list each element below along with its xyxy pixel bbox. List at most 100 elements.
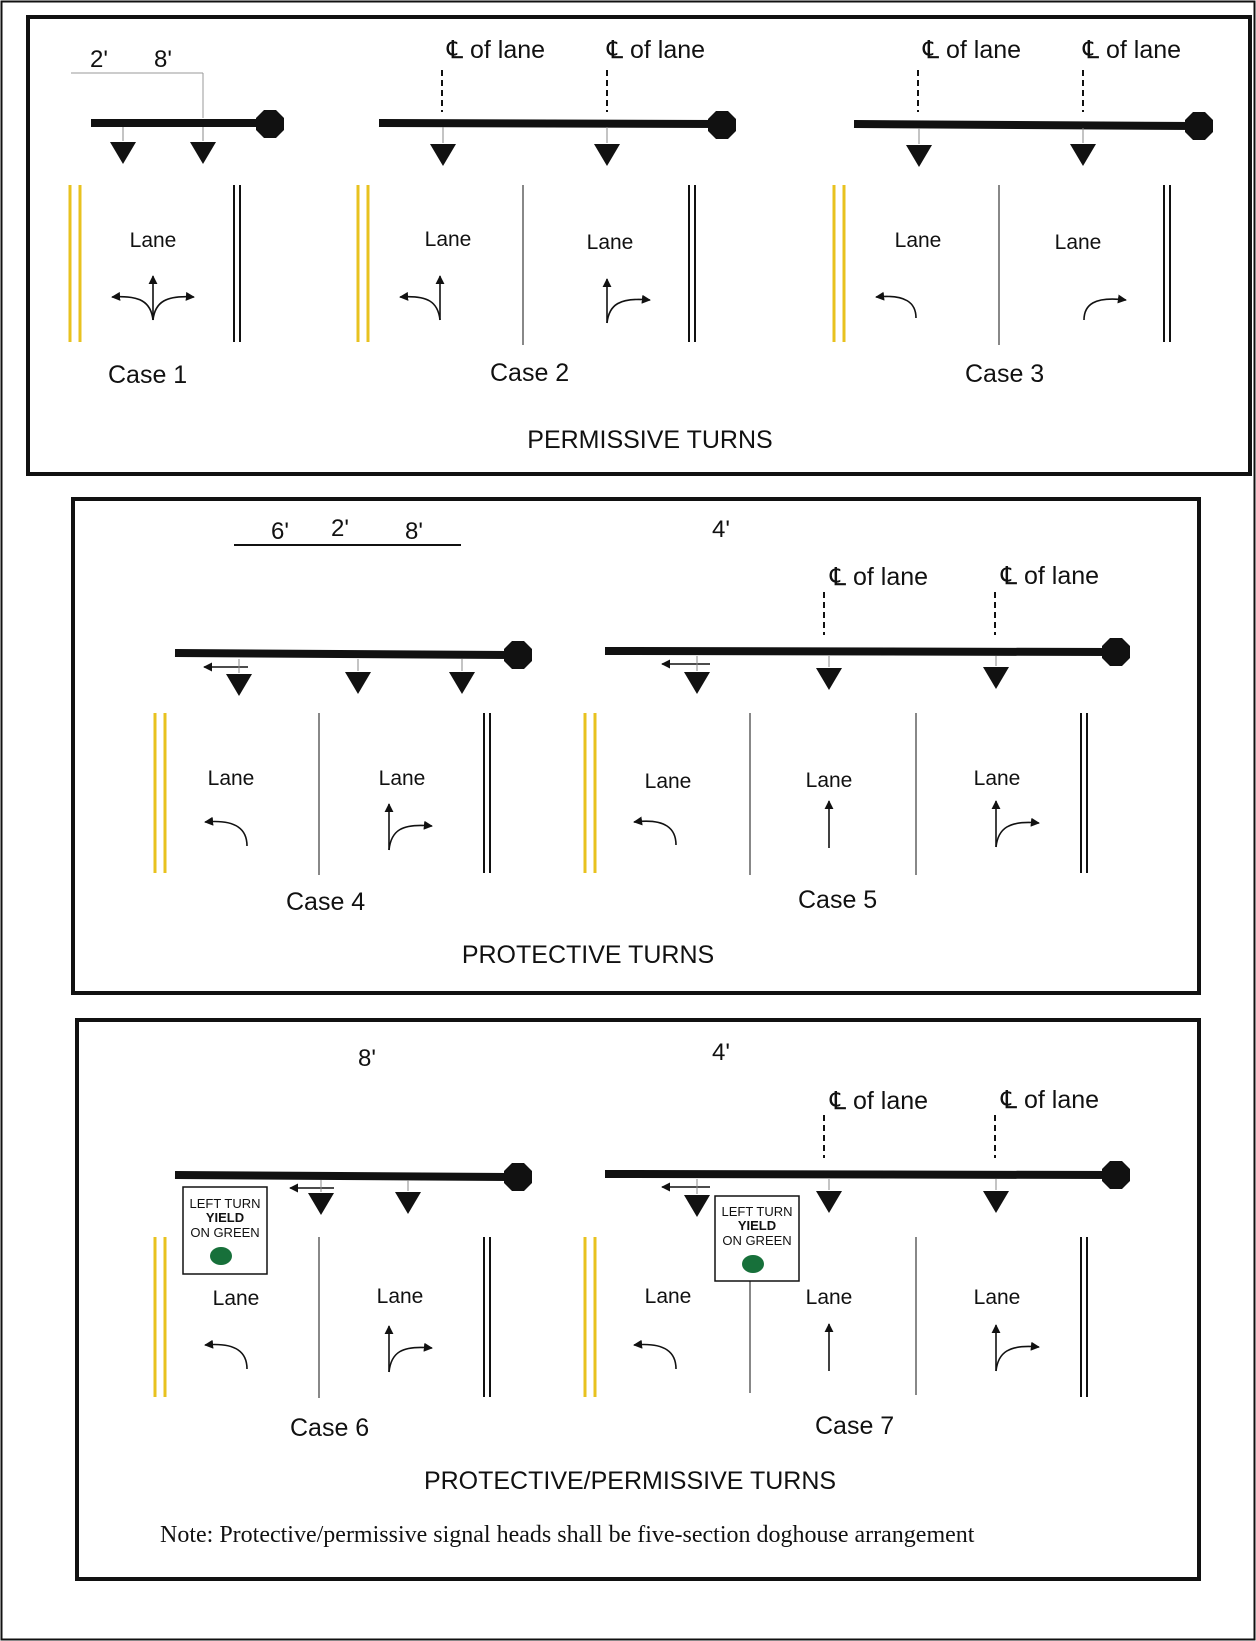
signal-head-icon (816, 1191, 842, 1213)
left-turn-arrow-icon (633, 816, 677, 846)
case6-dim-8ft: 8' (358, 1045, 376, 1072)
signal-head-icon (1070, 144, 1096, 166)
centerline-label: ℄ of lane (1082, 36, 1181, 64)
signal-head-icon (816, 668, 842, 690)
lane-label: Lane (974, 767, 1021, 790)
panel-permissive-border (26, 15, 1252, 476)
case4-dim-8ft: 8' (405, 518, 423, 545)
case5-label: Case 5 (798, 886, 877, 914)
left-through-right-arrow-icon (111, 275, 195, 321)
sign-line2: YIELD (206, 1210, 244, 1225)
sign-line3: ON GREEN (190, 1225, 259, 1240)
centerline-label: ℄ of lane (1000, 562, 1099, 590)
case1-dim-8ft: 8' (154, 46, 172, 73)
lane-label: Lane (425, 228, 472, 251)
lane-label: Lane (379, 767, 426, 790)
through-right-arrow-icon (602, 278, 651, 324)
centerline-label: ℄ of lane (606, 36, 705, 64)
case4-label: Case 4 (286, 888, 365, 916)
left-turn-arrow-icon (204, 816, 248, 847)
left-turn-yield-sign: LEFT TURN YIELD ON GREEN (182, 1186, 268, 1275)
signal-head-icon (110, 142, 136, 164)
case2-diagram: ℄ of lane ℄ of lane Lane Lane (356, 36, 736, 387)
signal-pole-icon (1102, 1161, 1130, 1189)
case4-dim-6ft: 6' (271, 518, 289, 545)
left-turn-arrow-icon (875, 291, 917, 319)
sign-line2: YIELD (738, 1218, 776, 1233)
case6-label: Case 6 (290, 1414, 369, 1442)
section-title-protective-permissive: PROTECTIVE/PERMISSIVE TURNS (424, 1467, 836, 1495)
lane-label: Lane (895, 229, 942, 252)
signal-head-icon (308, 1193, 334, 1215)
centerline-label: ℄ of lane (446, 36, 545, 64)
lane-label: Lane (806, 769, 853, 792)
through-right-arrow-icon (991, 1324, 1040, 1372)
signal-head-icon (594, 144, 620, 166)
through-right-arrow-icon (384, 803, 433, 851)
signal-pole-icon (1185, 112, 1213, 140)
case7-label: Case 7 (815, 1412, 894, 1440)
signal-head-icon (449, 672, 475, 694)
case3-label: Case 3 (965, 360, 1044, 388)
section-title-protective: PROTECTIVE TURNS (462, 941, 714, 969)
signal-head-icon (395, 1192, 421, 1214)
signal-pole-icon (504, 1163, 532, 1191)
panel-protective-border (71, 497, 1201, 995)
lane-label: Lane (130, 229, 177, 252)
left-turn-arrow-icon (633, 1339, 677, 1370)
lane-label: Lane (213, 1287, 260, 1310)
case7-diagram: 4' ℄ of lane ℄ of lane LEFT TURN YI (583, 1039, 1130, 1440)
case4-diagram: 6' 2' 8' Lane Lane (153, 515, 532, 916)
lane-label: Lane (1055, 231, 1102, 254)
lane-label: Lane (645, 1285, 692, 1308)
signal-head-icon (983, 1191, 1009, 1213)
signal-mast-arm (174, 1171, 515, 1181)
through-right-arrow-icon (384, 1325, 433, 1373)
left-through-arrow-icon (399, 275, 445, 321)
signal-head-icon (190, 142, 216, 164)
signal-pole-icon (1102, 638, 1130, 666)
panel-protective-permissive-border (75, 1018, 1201, 1581)
lane-label: Lane (208, 767, 255, 790)
centerline-label: ℄ of lane (829, 563, 928, 591)
green-ball-icon (742, 1255, 764, 1273)
case3-diagram: ℄ of lane ℄ of lane Lane Lane Case 3 (832, 36, 1213, 388)
footnote: Note: Protective/permissive signal heads… (160, 1522, 975, 1548)
signal-pole-icon (504, 641, 532, 669)
sign-line3: ON GREEN (722, 1233, 791, 1248)
signal-head-icon (684, 1195, 710, 1217)
case2-label: Case 2 (490, 359, 569, 387)
panel-permissive: 2' 8' Lane Case 1 ℄ of lane ℄ of lane (26, 15, 1252, 476)
through-right-arrow-icon (991, 800, 1040, 848)
signal-pole-icon (256, 110, 284, 138)
signal-mast-arm (853, 120, 1196, 130)
sign-line1: LEFT TURN (189, 1196, 260, 1211)
signal-head-icon (430, 144, 456, 166)
case6-diagram: 8' LEFT TURN YIELD ON GREEN Lane Lane (153, 1045, 532, 1442)
left-turn-arrow-icon (204, 1339, 248, 1370)
signal-head-icon (345, 672, 371, 694)
signal-head-icon (226, 674, 252, 696)
lane-label: Lane (806, 1286, 853, 1309)
signal-head-icon (684, 672, 710, 694)
signal-mast-arm (378, 119, 719, 128)
signal-mast-arm (604, 647, 1113, 656)
case1-diagram: 2' 8' Lane Case 1 (68, 46, 284, 389)
case1-dim-2ft: 2' (90, 46, 108, 73)
case5-dim-4ft: 4' (712, 516, 730, 543)
green-ball-icon (210, 1247, 232, 1265)
panel-protective-permissive: 8' LEFT TURN YIELD ON GREEN Lane Lane (75, 1018, 1201, 1581)
lane-label: Lane (645, 770, 692, 793)
case5-diagram: 4' ℄ of lane ℄ of lane Lane Lane Lane (583, 516, 1130, 914)
signal-head-icon (906, 145, 932, 167)
centerline-label: ℄ of lane (1000, 1086, 1099, 1114)
case7-dim-4ft: 4' (712, 1039, 730, 1066)
signal-mast-arm (604, 1170, 1113, 1179)
lane-label: Lane (377, 1285, 424, 1308)
case4-dim-2ft: 2' (331, 515, 349, 542)
centerline-label: ℄ of lane (922, 36, 1021, 64)
centerline-label: ℄ of lane (829, 1087, 928, 1115)
lane-label: Lane (974, 1286, 1021, 1309)
signal-mast-arm (174, 649, 515, 659)
